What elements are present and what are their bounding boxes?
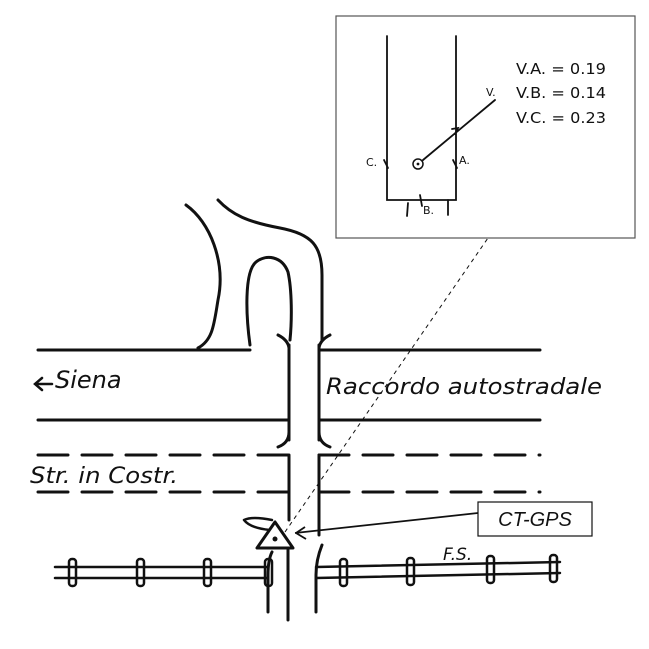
siena-label: Siena [55, 366, 122, 394]
siena-arrow-icon [33, 376, 54, 392]
bridge-bracket-top-left [276, 333, 291, 350]
railway-rail-top [53, 560, 562, 569]
railway-sleepers [67, 553, 559, 588]
inset-label-b: B. [423, 204, 434, 217]
station-callout-box [477, 501, 593, 537]
rail-bridge-right-edge [314, 543, 324, 614]
bridge-bracket-top-right [317, 333, 332, 350]
inset-bottom-tick-mid [419, 194, 423, 207]
inset-leader-line [284, 237, 489, 533]
highway-label: Raccordo autostradale [326, 375, 602, 400]
station-callout: CT-GPS [477, 501, 593, 537]
wind-arrowhead-icon [451, 126, 460, 135]
access-road-right-curve [216, 198, 324, 342]
inset-border [335, 15, 636, 239]
inset-value-b: V.B. = 0.14 [516, 84, 606, 102]
access-road-left-curve [184, 203, 222, 350]
inset-label-v: V. [486, 86, 496, 99]
station-stub [242, 516, 274, 532]
sensor-point-icon [412, 158, 424, 170]
bridge-bracket-bottom-left [276, 430, 291, 449]
wind-direction-line [422, 99, 496, 161]
inset-value-a: V.A. = 0.19 [516, 60, 606, 78]
inset-value-c: V.C. = 0.23 [516, 109, 606, 127]
callout-arrow [294, 512, 479, 540]
inset-label-c: C. [366, 156, 377, 169]
station-label: CT-GPS [498, 509, 572, 531]
railway-rail-bottom [53, 571, 562, 580]
railway-track [53, 553, 562, 588]
inset-panel: C. A. B. V. V.A. = 0.19 V.B. = 0.14 V.C.… [335, 15, 636, 239]
inset-bottom-tick-left [406, 202, 409, 217]
rail-bridge-left-edge [266, 550, 274, 614]
inset-tick-a [452, 159, 458, 169]
railway-label: F.S. [443, 545, 472, 565]
construction-road-label: Str. in Costr. [30, 464, 178, 489]
station-marker-icon [255, 520, 295, 550]
inset-tick-c [383, 159, 389, 169]
inset-label-a: A. [459, 154, 470, 167]
bridge-bracket-bottom-right [317, 430, 332, 449]
access-road-loop [245, 255, 293, 347]
